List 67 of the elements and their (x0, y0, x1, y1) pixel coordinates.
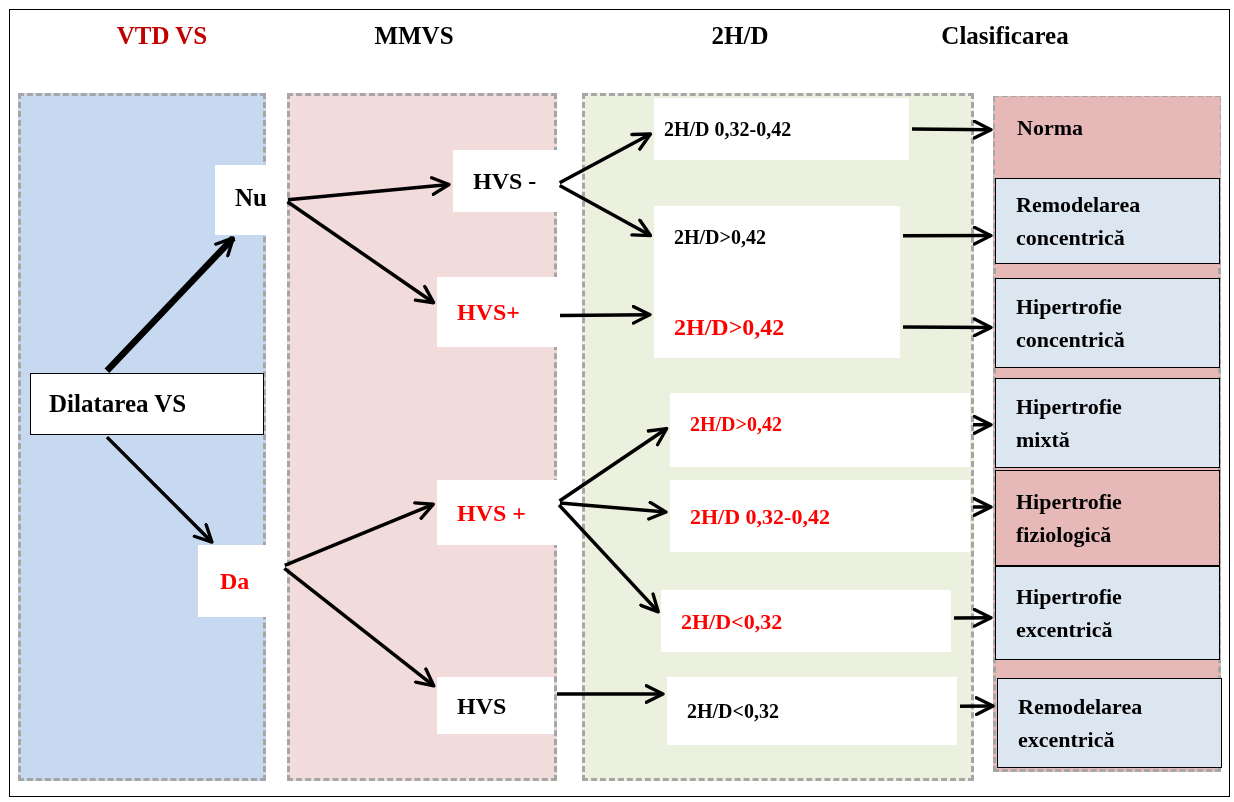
column-panel (582, 93, 974, 781)
arrow (972, 414, 993, 435)
arrow (954, 607, 993, 628)
arrow (284, 501, 435, 568)
column-heading: 2H/D (711, 22, 769, 50)
node-text: 2H/D<0,32 (687, 699, 779, 724)
arrow (286, 200, 436, 305)
arrow (105, 435, 214, 544)
arrow (557, 503, 660, 614)
node-text: HVS (457, 691, 507, 721)
node-text: 2H/D>0,42 (674, 313, 785, 342)
label-box (654, 296, 900, 358)
node-text: Remodelarea concentrică (1016, 191, 1142, 252)
label-box (437, 277, 557, 347)
node-text: Dilatarea VS (49, 389, 187, 420)
arrow (903, 317, 993, 338)
arrow (557, 684, 665, 704)
arrow (558, 184, 653, 238)
column-heading: VTD VS (116, 22, 208, 50)
arrow (287, 176, 451, 202)
label-box (995, 470, 1220, 566)
node-text: 2H/D 0,32-0,42 (690, 502, 830, 531)
arrow (903, 225, 993, 246)
label-box (661, 590, 951, 652)
node-text: HVS - (473, 167, 537, 196)
node-text: 2H/D 0,32-0,42 (664, 117, 792, 142)
node-text: Hipertrofie concentrică (1016, 293, 1126, 354)
arrow (558, 132, 653, 185)
node-text: Norma (1017, 114, 1083, 142)
label-box (437, 677, 554, 734)
node-text: Hipertrofie excentrică (1016, 583, 1123, 644)
label-box (30, 373, 264, 435)
label-box (667, 677, 957, 745)
label-box (437, 480, 557, 545)
arrow (912, 119, 993, 140)
label-box (995, 278, 1220, 368)
label-box (995, 378, 1220, 468)
node-text: 2H/D>0,42 (674, 225, 766, 250)
arrow (972, 497, 993, 517)
node-text: 2H/D>0,42 (690, 412, 782, 437)
arrow (283, 567, 436, 688)
node-text: Hipertrofie fiziologică (1016, 488, 1123, 549)
arrow (960, 696, 995, 717)
node-text: HVS + (457, 498, 527, 528)
label-box (670, 393, 970, 467)
column-heading: MMVS (374, 22, 454, 50)
label-box (995, 97, 1220, 179)
arrow (559, 500, 668, 521)
arrow (558, 426, 669, 503)
column-panel (993, 96, 1221, 772)
node-text: Da (220, 567, 250, 596)
column-heading: Clasificarea (941, 22, 1069, 50)
label-box (654, 206, 900, 296)
column-panel (287, 93, 557, 781)
node-text: HVS+ (457, 298, 521, 327)
label-box (670, 480, 970, 552)
label-box (453, 150, 557, 212)
node-text: 2H/D<0,32 (681, 607, 783, 636)
label-box (995, 566, 1220, 660)
label-box (654, 98, 909, 160)
node-text: Remodelarea excentrică (1018, 693, 1144, 754)
node-text: Hipertrofie mixtă (1016, 393, 1123, 454)
label-box (995, 178, 1220, 264)
label-box (997, 678, 1222, 768)
arrow (104, 235, 236, 374)
node-text: Nu (235, 183, 267, 213)
arrow (560, 304, 652, 325)
